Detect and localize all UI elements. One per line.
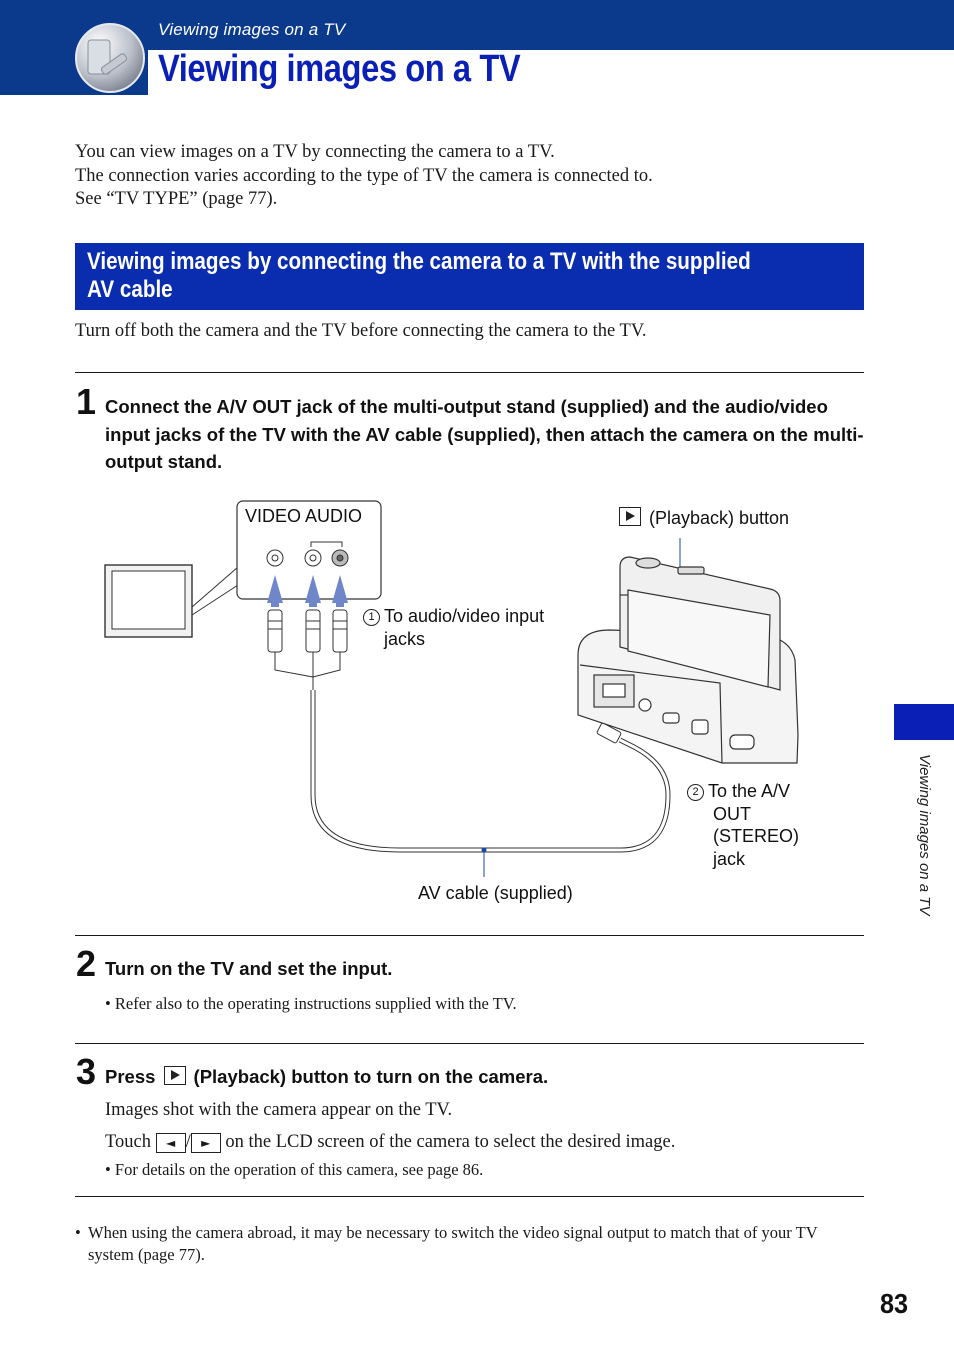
step-number: 2 [76, 943, 97, 984]
bullet-text: For details on the operation of this cam… [114, 1160, 484, 1179]
section-tv-icon [74, 22, 146, 94]
right-arrow-key: ► [190, 1132, 221, 1153]
step-divider [75, 1196, 864, 1197]
callout-text: jack [713, 848, 746, 869]
callout-text: OUT [713, 803, 751, 824]
step-number: 3 [76, 1051, 97, 1092]
step-text-part: (Playback) button to turn on the camera. [193, 1066, 549, 1087]
section-header: Viewing images by connecting the camera … [75, 243, 864, 310]
body-line: Touch ◄/► on the LCD screen of the camer… [105, 1132, 675, 1153]
callout-number: 2 [687, 784, 704, 801]
callout-text: jacks [384, 628, 426, 649]
body-text: Touch [105, 1132, 151, 1152]
callout-number: 1 [363, 609, 380, 626]
play-icon [619, 507, 641, 526]
page-number: 83 [880, 1288, 909, 1319]
step-number: 1 [76, 381, 97, 422]
callout-text: (STEREO) [713, 826, 800, 846]
bullet-text: Refer also to the operating instructions… [114, 994, 517, 1013]
left-arrow-key: ◄ [155, 1132, 186, 1153]
breadcrumb: Viewing images on a TV [158, 20, 346, 39]
callout-text: To audio/video input [384, 606, 545, 626]
step-text: Turn on the TV and set the input. [105, 958, 393, 979]
bullet-marker: • [75, 1223, 81, 1242]
body-line: Images shot with the camera appear on th… [105, 1100, 453, 1120]
intro-line: See “TV TYPE” (page 77). [75, 189, 278, 209]
section-title: Viewing images by connecting the camera … [87, 248, 751, 303]
intro-line: You can view images on a TV by connectin… [75, 142, 555, 162]
side-label-text: Viewing images on a TV [916, 754, 933, 916]
callout-text: To the A/V [708, 781, 791, 801]
step-text-part: Press [105, 1066, 156, 1087]
page-title: Viewing images on a TV [158, 48, 521, 90]
footnote: • When using the camera abroad, it may b… [75, 1222, 865, 1265]
intro-text: You can view images on a TV by connectin… [75, 141, 653, 212]
step-text: Connect the A/V OUT jack of the multi-ou… [105, 396, 864, 472]
step-divider [75, 372, 864, 373]
side-label: Viewing images on a TV [916, 754, 938, 954]
playback-text: (Playback) button [649, 508, 790, 528]
step-divider [75, 935, 864, 936]
bullet-note: • Refer also to the operating instructio… [105, 994, 517, 1013]
play-icon [163, 1066, 186, 1085]
step-divider [75, 1043, 864, 1044]
footnote-text: When using the camera abroad, it may be … [88, 1223, 818, 1264]
body-text: on the LCD screen of the camera to selec… [225, 1132, 676, 1152]
tv-icon [104, 564, 239, 638]
section-intro: Turn off both the camera and the TV befo… [75, 321, 647, 341]
key-separator: / [185, 1132, 191, 1152]
side-tab [894, 704, 954, 740]
step-text: Press (Playback) button to turn on the c… [105, 1063, 548, 1091]
av-plug-icon [267, 609, 348, 690]
cable-label: AV cable (supplied) [418, 883, 573, 903]
camera-icon [619, 556, 781, 691]
bullet-note: • For details on the operation of this c… [105, 1160, 484, 1179]
playback-label: (Playback) button [619, 507, 789, 530]
intro-line: The connection varies according to the t… [75, 165, 653, 186]
jack-label: VIDEO AUDIO [245, 506, 363, 526]
